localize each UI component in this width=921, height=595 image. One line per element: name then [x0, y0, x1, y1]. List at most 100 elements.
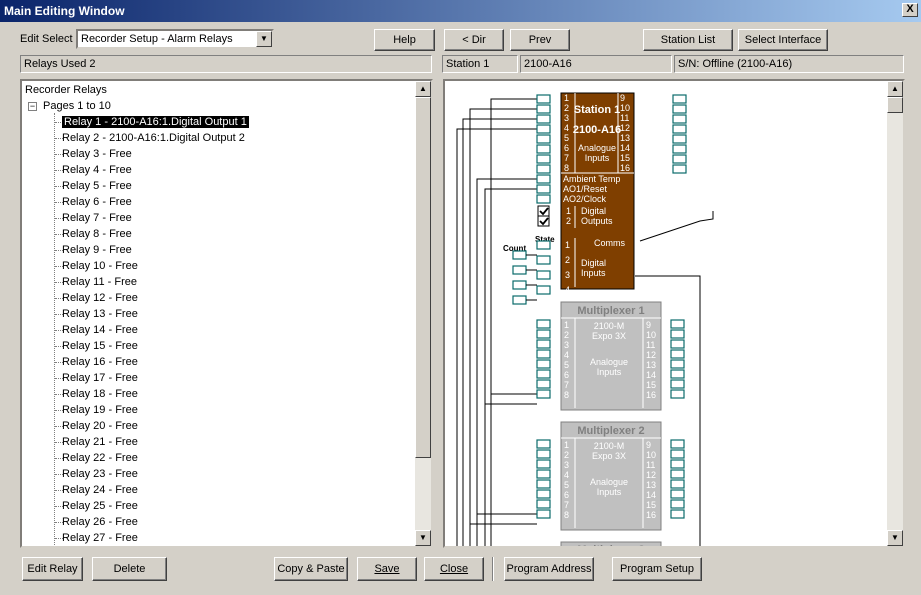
mux2-input-terminal[interactable] — [536, 439, 551, 449]
delete-button[interactable]: Delete — [92, 557, 167, 581]
mux2-input-terminal[interactable] — [670, 489, 685, 499]
edit-relay-button[interactable]: Edit Relay — [22, 557, 83, 581]
station-input-terminal[interactable] — [672, 114, 687, 124]
mux1-input-terminal[interactable] — [670, 349, 685, 359]
program-address-button[interactable]: Program Address — [504, 557, 594, 581]
mux2-input-terminal[interactable] — [670, 479, 685, 489]
tree-relay-item[interactable]: Relay 27 - Free — [62, 530, 138, 546]
scroll-thumb[interactable] — [887, 97, 903, 113]
tree-relay-item[interactable]: Relay 7 - Free — [62, 210, 132, 226]
station-input-terminal[interactable] — [536, 104, 551, 114]
tree-relay-item[interactable]: Relay 18 - Free — [62, 386, 138, 402]
tree-relay-item[interactable]: Relay 16 - Free — [62, 354, 138, 370]
tree-relay-item[interactable]: Relay 11 - Free — [62, 274, 137, 290]
window-close-button[interactable]: X — [902, 3, 918, 17]
digital-input-state-terminal[interactable] — [536, 285, 551, 295]
station-input-terminal[interactable] — [672, 144, 687, 154]
station-input-terminal[interactable] — [536, 124, 551, 134]
station-input-terminal[interactable] — [536, 94, 551, 104]
tree-relay-item[interactable]: Relay 25 - Free — [62, 498, 138, 514]
mux2-input-terminal[interactable] — [670, 439, 685, 449]
mux2-input-terminal[interactable] — [670, 469, 685, 479]
station-input-terminal[interactable] — [672, 154, 687, 164]
diagram-scrollbar[interactable]: ▲ ▼ — [887, 81, 903, 546]
mux2-input-terminal[interactable] — [536, 509, 551, 519]
station-input-terminal[interactable] — [536, 154, 551, 164]
mux2-input-terminal[interactable] — [670, 459, 685, 469]
tree-group-pages[interactable]: Pages 1 to 10 — [43, 100, 111, 112]
tree-relay-item[interactable]: Relay 19 - Free — [62, 402, 138, 418]
scroll-thumb[interactable] — [415, 97, 431, 458]
digital-input-state-terminal[interactable] — [536, 255, 551, 265]
station-input-terminal[interactable] — [536, 164, 551, 174]
station-input-terminal[interactable] — [672, 124, 687, 134]
mux1-input-terminal[interactable] — [670, 319, 685, 329]
digital-input-count-terminal[interactable] — [512, 295, 527, 305]
mux2-input-terminal[interactable] — [536, 499, 551, 509]
tree-relay-item[interactable]: Relay 22 - Free — [62, 450, 138, 466]
mux1-input-terminal[interactable] — [536, 369, 551, 379]
digital-input-state-terminal[interactable] — [536, 240, 551, 250]
tree-relay-item[interactable]: Relay 20 - Free — [62, 418, 138, 434]
program-setup-button[interactable]: Program Setup — [612, 557, 702, 581]
mux2-input-terminal[interactable] — [536, 479, 551, 489]
tree-relay-item[interactable]: Relay 24 - Free — [62, 482, 138, 498]
digital-input-count-terminal[interactable] — [512, 265, 527, 275]
tree-relay-item[interactable]: Relay 26 - Free — [62, 514, 138, 530]
save-button[interactable]: Save — [357, 557, 417, 581]
tree-relay-item[interactable]: Relay 3 - Free — [62, 146, 132, 162]
tree-root[interactable]: Recorder Relays — [25, 84, 107, 96]
digital-input-state-terminal[interactable] — [536, 270, 551, 280]
mux2-input-terminal[interactable] — [536, 469, 551, 479]
station-list-button[interactable]: Station List — [643, 29, 733, 51]
mux1-input-terminal[interactable] — [536, 319, 551, 329]
mux1-input-terminal[interactable] — [536, 339, 551, 349]
tree-relay-item[interactable]: Relay 4 - Free — [62, 162, 132, 178]
mux1-input-terminal[interactable] — [536, 349, 551, 359]
scroll-down-icon[interactable]: ▼ — [887, 530, 903, 546]
mux1-input-terminal[interactable] — [670, 369, 685, 379]
mux2-input-terminal[interactable] — [670, 509, 685, 519]
mux1-input-terminal[interactable] — [670, 379, 685, 389]
edit-select-dropdown[interactable]: Recorder Setup - Alarm Relays ▼ — [76, 29, 274, 49]
tree-relay-item[interactable]: Relay 23 - Free — [62, 466, 138, 482]
mux1-input-terminal[interactable] — [670, 389, 685, 399]
tree-relay-item[interactable]: Relay 12 - Free — [62, 290, 138, 306]
station-input-terminal[interactable] — [536, 134, 551, 144]
checkbox-icon[interactable] — [537, 215, 550, 227]
mux1-input-terminal[interactable] — [670, 359, 685, 369]
station-extra-terminal[interactable] — [536, 194, 551, 204]
station-extra-terminal[interactable] — [536, 184, 551, 194]
select-interface-button[interactable]: Select Interface — [738, 29, 828, 51]
tree-relay-item[interactable]: Relay 2 - 2100-A16:1.Digital Output 2 — [62, 130, 245, 146]
tree-relay-item[interactable]: Relay 13 - Free — [62, 306, 138, 322]
copy-paste-button[interactable]: Copy & Paste — [274, 557, 348, 581]
station-extra-terminal[interactable] — [536, 174, 551, 184]
station-input-terminal[interactable] — [672, 104, 687, 114]
tree-relay-item[interactable]: Relay 21 - Free — [62, 434, 138, 450]
mux1-input-terminal[interactable] — [670, 329, 685, 339]
mux2-input-terminal[interactable] — [670, 499, 685, 509]
scroll-up-icon[interactable]: ▲ — [887, 81, 903, 97]
digital-input-count-terminal[interactable] — [512, 250, 527, 260]
digital-input-count-terminal[interactable] — [512, 280, 527, 290]
tree-relay-item[interactable]: Relay 6 - Free — [62, 194, 132, 210]
station-input-terminal[interactable] — [672, 164, 687, 174]
mux1-input-terminal[interactable] — [536, 379, 551, 389]
help-button[interactable]: Help — [374, 29, 435, 51]
tree-relay-item[interactable]: Relay 5 - Free — [62, 178, 132, 194]
chevron-down-icon[interactable]: ▼ — [256, 31, 272, 47]
scroll-up-icon[interactable]: ▲ — [415, 81, 431, 97]
station-input-terminal[interactable] — [536, 144, 551, 154]
dir-back-button[interactable]: < Dir — [444, 29, 504, 51]
station-input-terminal[interactable] — [536, 114, 551, 124]
station-input-terminal[interactable] — [672, 134, 687, 144]
tree-relay-item[interactable]: Relay 9 - Free — [62, 242, 132, 258]
mux2-input-terminal[interactable] — [536, 489, 551, 499]
mux1-input-terminal[interactable] — [670, 339, 685, 349]
mux1-input-terminal[interactable] — [536, 389, 551, 399]
mux2-input-terminal[interactable] — [536, 459, 551, 469]
tree-relay-item[interactable]: Relay 1 - 2100-A16:1.Digital Output 1 — [61, 114, 250, 130]
